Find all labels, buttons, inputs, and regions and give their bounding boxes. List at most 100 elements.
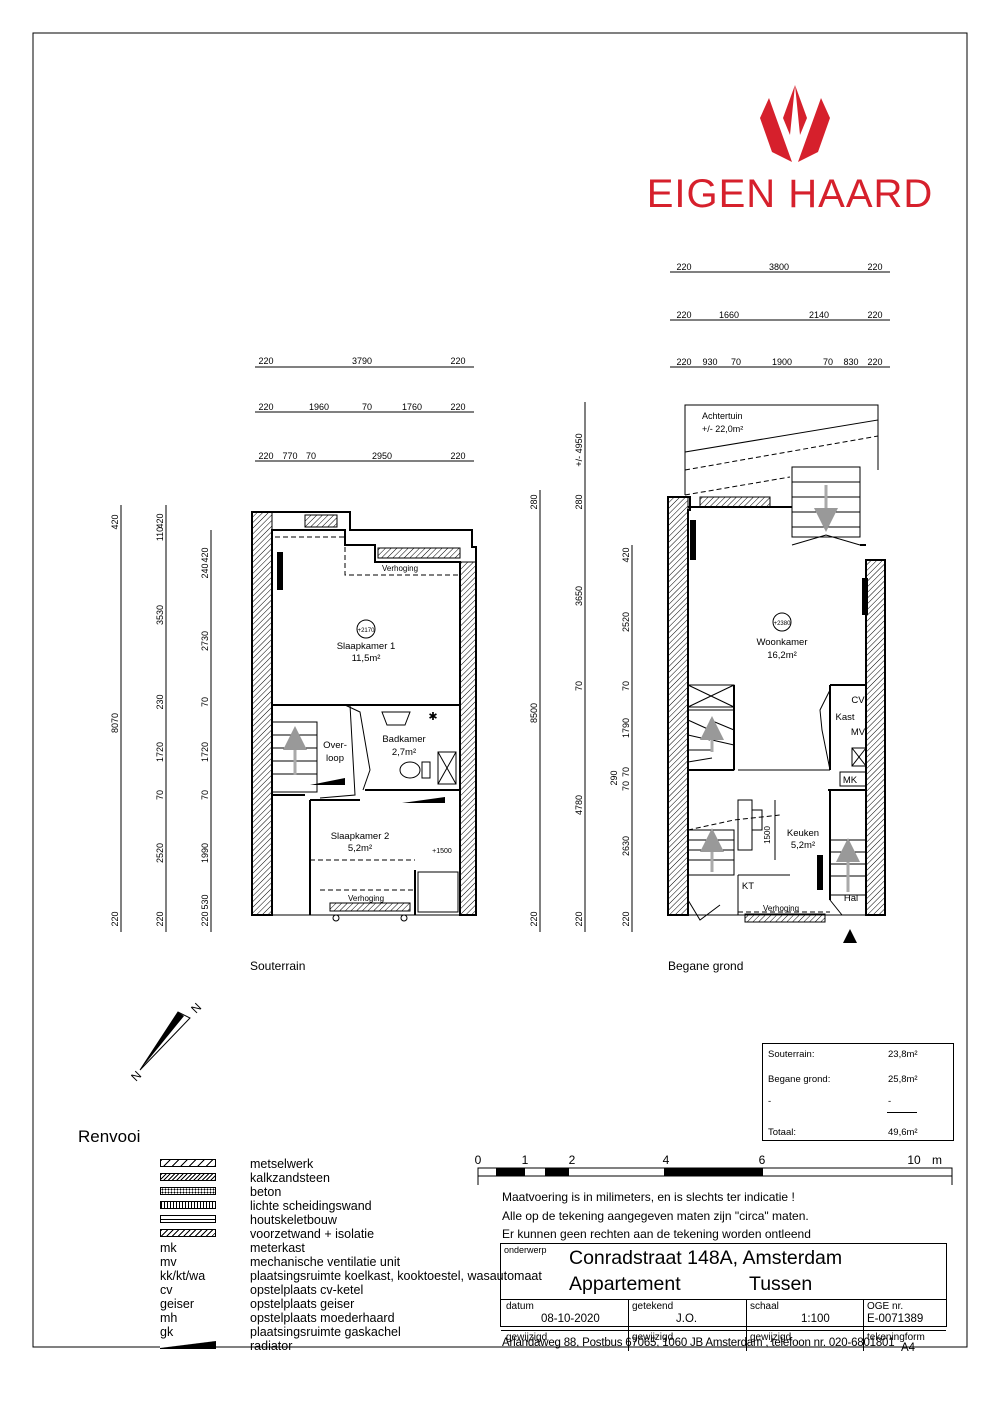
dim: 220 <box>676 310 691 320</box>
svg-text:✱: ✱ <box>428 711 437 723</box>
dim: 420 <box>621 547 631 562</box>
dim: 3790 <box>352 356 372 366</box>
north-arrow-icon: N N <box>128 1000 204 1084</box>
level-marker: +2380 <box>774 621 792 627</box>
radiator-symbol-icon <box>160 1341 216 1349</box>
dim: 2730 <box>200 631 210 651</box>
dim: 8070 <box>110 713 120 733</box>
legend-text: plaatsingsruimte koelkast, kooktoestel, … <box>250 1269 542 1283</box>
note: Er kunnen geen rechten aan de tekening w… <box>502 1227 811 1241</box>
title-block-column <box>628 1299 629 1351</box>
legend-text: kalkzandsteen <box>250 1171 330 1185</box>
dim: 220 <box>200 911 210 926</box>
dim: 220 <box>676 357 691 367</box>
dim: 8500 <box>529 703 539 723</box>
dim: 1900 <box>772 357 792 367</box>
concrete-symbol-icon <box>160 1187 216 1195</box>
area-value: 25,8m² <box>888 1074 918 1085</box>
room-name: Keuken <box>787 828 819 839</box>
timber-frame-symbol-icon <box>160 1215 216 1223</box>
legend-code: mv <box>160 1255 177 1269</box>
room-name: Over- <box>323 740 347 751</box>
sheet-border <box>32 32 968 1348</box>
legend-text: opstelplaats moederhaard <box>250 1311 395 1325</box>
property-type: Appartement <box>569 1273 681 1295</box>
area-summary: Souterrain:23,8m² Begane grond:25,8m² --… <box>762 1043 954 1141</box>
dim: 930 <box>702 357 717 367</box>
dim: 240 <box>200 563 210 578</box>
room-name: Kast <box>835 712 854 723</box>
dim: 220 <box>155 911 165 926</box>
dim: 70 <box>823 357 833 367</box>
dim: 3800 <box>769 262 789 272</box>
dim: 1720 <box>200 742 210 762</box>
room-name: Badkamer <box>382 734 425 745</box>
souterrain-dims-left: 420 8070 220 420 110 3530 230 1720 70 25… <box>110 505 212 932</box>
level-title-souterrain: Souterrain <box>250 959 305 973</box>
scale-tick: 1 <box>522 1153 529 1167</box>
scale-tick: 4 <box>663 1153 670 1167</box>
room-area: +/- 22,0m² <box>702 424 743 434</box>
room-name: Slaapkamer 2 <box>331 831 390 842</box>
legend-code: geiser <box>160 1297 195 1311</box>
dim: 1790 <box>621 718 631 738</box>
stairs <box>271 721 318 793</box>
legend-code: kk/kt/wa <box>160 1269 206 1283</box>
legend-text: metselwerk <box>250 1157 314 1171</box>
room-area: 11,5m² <box>352 653 381 664</box>
dim: 220 <box>258 356 273 366</box>
form-label: tekeningform <box>867 1332 925 1343</box>
dim: 290 <box>609 770 619 785</box>
level-marker: +1500 <box>432 848 452 855</box>
verhoging-label: Verhoging <box>382 564 418 573</box>
scale-tick: 0 <box>475 1153 482 1167</box>
begane-grond-dims-left: 280 8500 220 +/- 4950 280 3650 70 4780 2… <box>529 402 633 932</box>
dim: 830 <box>843 357 858 367</box>
area-row: -- <box>768 1096 948 1107</box>
dim: 2520 <box>621 612 631 632</box>
changed-label: gewijzigd <box>750 1332 792 1343</box>
dim: 70 <box>621 681 631 691</box>
scale-value: 1:100 <box>801 1313 830 1325</box>
dim: 220 <box>450 356 465 366</box>
room-area: 2,7m² <box>392 747 416 758</box>
room-name: MK <box>843 775 858 786</box>
souterrain-plan: ✱ Verhoging Verhoging +2170 Slaapkamer 1… <box>251 511 477 922</box>
dim: +/- 4950 <box>574 433 584 466</box>
room-name: Slaapkamer 1 <box>337 641 396 652</box>
dim: 1960 <box>309 402 329 412</box>
title-block-divider <box>501 1330 946 1331</box>
legend-text: voorzetwand + isolatie <box>250 1227 375 1241</box>
legend-code: mh <box>160 1311 178 1325</box>
dim: 230 <box>155 694 165 709</box>
begane-grond-dims-top: 220 3800 220 220 1660 2140 220 220 930 7… <box>670 262 890 368</box>
scale-bar: 0 1 2 4 6 10 m <box>475 1153 953 1185</box>
scale-tick: 2 <box>569 1153 576 1167</box>
dim: 1990 <box>200 843 210 863</box>
address: Conradstraat 148A, Amsterdam <box>569 1247 843 1269</box>
room-name: KT <box>742 881 754 892</box>
legend-text: beton <box>250 1185 282 1199</box>
scale-label: schaal <box>750 1301 779 1312</box>
dim: 420 <box>155 513 165 528</box>
dim: 770 <box>282 451 297 461</box>
dim: 70 <box>362 402 372 412</box>
scale-tick: 6 <box>759 1153 766 1167</box>
dim: 2630 <box>621 836 631 856</box>
verhoging-label: Verhoging <box>763 904 799 913</box>
dim: 70 <box>731 357 741 367</box>
dim: 1760 <box>402 402 422 412</box>
dim: 530 <box>200 894 210 909</box>
stairs <box>687 709 867 896</box>
dim: 420 <box>200 547 210 562</box>
legend-text: mechanische ventilatie unit <box>250 1255 401 1269</box>
room-area: 5,2m² <box>348 843 372 854</box>
level-title-begane-grond: Begane grond <box>668 959 743 973</box>
dim: 2140 <box>809 310 829 320</box>
svg-text:N: N <box>128 1068 144 1084</box>
legend-text: opstelplaats cv-ketel <box>250 1283 364 1297</box>
dim: 220 <box>621 911 631 926</box>
dim: 420 <box>110 514 120 529</box>
changed-label: gewijzigd <box>632 1332 674 1343</box>
dim: 220 <box>258 402 273 412</box>
